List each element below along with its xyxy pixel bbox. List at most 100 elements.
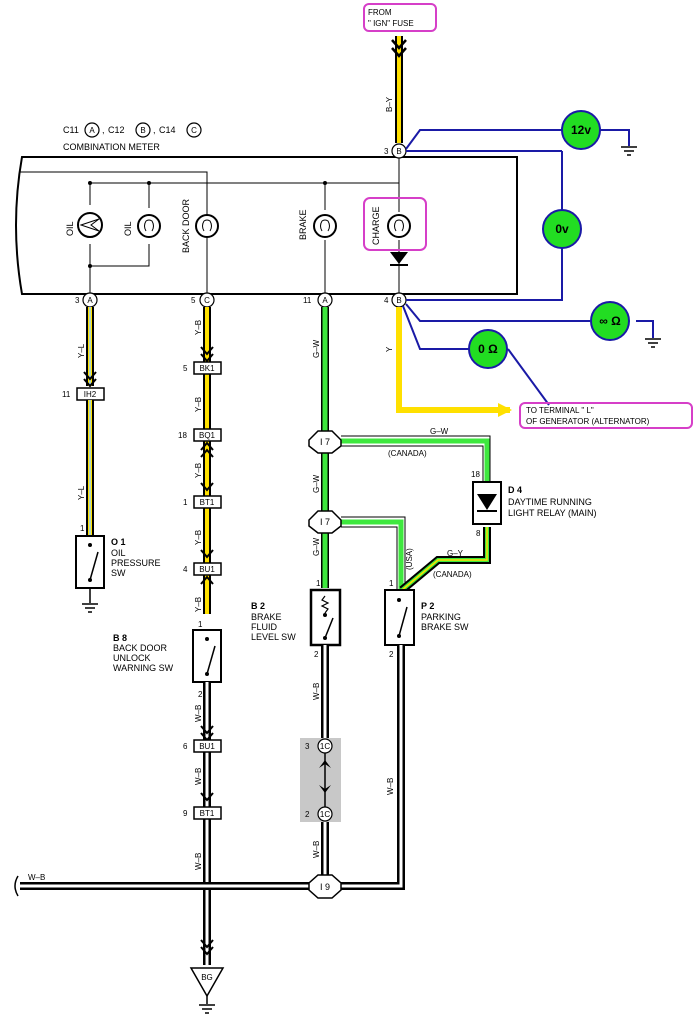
top-pin-number: 3 [384, 147, 389, 156]
brake-circuit: G–W G–W G–W G–W (CANADA) (USA) G–Y (CANA… [251, 307, 597, 876]
connector-bt1-bottom-pin: 9 [183, 809, 188, 818]
connector-letter-b: B [140, 126, 145, 135]
pin-number-brake: 11 [303, 296, 312, 305]
meter-bottom-pins: A 3 C 5 A 11 B 4 [75, 292, 407, 308]
o1-label-3: SW [111, 568, 126, 578]
meter-reading-infinite-ohm: ∞ Ω [590, 301, 630, 341]
legend-comma-2: , [153, 125, 156, 135]
region-label-canada-2: (CANADA) [433, 570, 472, 579]
charge-lamp-icon [387, 214, 411, 238]
connector-code-c14: C14 [159, 125, 176, 135]
charge-wire: Y TO TERMINAL " L" OF GENERATOR (ALTERNA… [385, 307, 693, 429]
connector-i9-icon: I 9 [308, 874, 342, 899]
ground-icon-inf [645, 338, 661, 348]
b8-pin-top: 1 [198, 620, 203, 629]
connector-i7-bottom: I 7 [320, 517, 330, 527]
oil-pressure-switch-icon [75, 535, 105, 589]
gauge-label-back-door: BACK DOOR [181, 198, 191, 253]
b8-label-3: WARNING SW [113, 663, 174, 673]
wire-color-relay-in: G–W [430, 427, 449, 436]
wire-color-brake-3: G–W [312, 537, 321, 556]
meter-title: COMBINATION METER [63, 142, 160, 152]
wire-color-bd-wb-1: W–B [194, 705, 203, 722]
wire-color-oil-upper: Y–L [77, 343, 86, 358]
oil-warning-lamp-icon [137, 214, 161, 238]
b2-pin-bottom: 2 [314, 650, 319, 659]
charge-diode-icon [390, 252, 408, 266]
d4-pin-top: 18 [471, 470, 480, 479]
connector-i7-top: I 7 [320, 437, 330, 447]
pin-number-backdoor: 5 [191, 296, 196, 305]
p2-pin-top: 1 [389, 579, 394, 588]
p2-label-1: PARKING [421, 612, 461, 622]
gauge-label-oil-2: OIL [123, 221, 133, 236]
brake-lamp-icon [313, 214, 337, 238]
top-pin-letter: B [396, 147, 401, 156]
connector-bt1-bottom: BT1 [200, 809, 215, 818]
wire-color-bd-4: Y–B [194, 530, 203, 545]
connector-bu1-top-pin: 4 [183, 565, 188, 574]
meter-reading-0v: 0v [542, 209, 582, 249]
connector-bt1-top: BT1 [200, 498, 215, 507]
ground-icon-12v [621, 146, 637, 156]
wire-color-charge: Y [385, 346, 394, 352]
reading-0ohm-text: 0 Ω [478, 342, 498, 356]
wire-color-brake-wb-2: W–B [312, 841, 321, 858]
terminal-note-line1: TO TERMINAL " L" [526, 406, 594, 415]
back-door-lamp-icon [195, 214, 219, 238]
o1-label-1: OIL [111, 548, 126, 558]
daytime-relay-icon [472, 481, 502, 525]
b2-id: B 2 [251, 601, 265, 611]
connector-letter-c: C [191, 126, 197, 135]
oil-circuit: Y–L IH2 11 Y–L 1 O 1 OIL PRESSURE SW [62, 307, 161, 613]
connector-bu1-top: BU1 [199, 565, 215, 574]
p2-id: P 2 [421, 601, 434, 611]
connector-ih2-pin: 11 [62, 390, 71, 399]
p2-pin-bottom: 2 [389, 650, 394, 659]
connector-i7-bottom-icon: I 7 [308, 510, 342, 534]
o1-id: O 1 [111, 537, 126, 547]
p2-label-2: BRAKE SW [421, 622, 469, 632]
wire-color-ground-bus: W–B [28, 873, 45, 882]
legend-comma-1: , [102, 125, 105, 135]
ground-icon-oil [82, 603, 98, 613]
wire-color-brake-wb-1: W–B [312, 683, 321, 700]
reading-12v-text: 12v [571, 123, 591, 137]
connector-1c-bottom: 1C [320, 810, 330, 819]
wire-color-bd-3: Y–B [194, 463, 203, 478]
pin-number-oil: 3 [75, 296, 80, 305]
wire-color-brake-1: G–W [312, 339, 321, 358]
oil-gauge-icon [77, 212, 103, 238]
wire-color-brake-2: G–W [312, 474, 321, 493]
connector-bq1-pin: 18 [178, 431, 187, 440]
fuse-label-line1: FROM [368, 8, 392, 17]
back-door-circuit: Y–B BK1 5 Y–B BQ1 18 Y–B BT1 1 Y–B BU1 4… [113, 307, 225, 1014]
o1-pin: 1 [80, 524, 85, 533]
ground-bg-icon: BG [189, 967, 225, 1014]
reading-0v-text: 0v [555, 222, 569, 236]
connector-1c-top: 1C [320, 742, 330, 751]
connector-bu1-bottom-pin: 6 [183, 742, 188, 751]
connector-i9: I 9 [320, 882, 330, 892]
meter-probes [402, 129, 654, 406]
pin-number-charge: 4 [384, 296, 389, 305]
connector-1c-bottom-pin: 2 [305, 810, 310, 819]
connector-bq1: BQ1 [199, 431, 216, 440]
b8-label-1: BACK DOOR [113, 643, 168, 653]
wire-color-bd-wb-2: W–B [194, 768, 203, 785]
wire-color-top: B–Y [385, 96, 394, 112]
wire-color-bd-5: Y–B [194, 597, 203, 612]
wire-color-bd-wb-3: W–B [194, 853, 203, 870]
wire-color-oil-lower: Y–L [77, 485, 86, 500]
region-label-canada-1: (CANADA) [388, 449, 427, 458]
b2-label-2: FLUID [251, 622, 278, 632]
b8-label-2: UNLOCK [113, 653, 151, 663]
terminal-note-line2: OF GENERATOR (ALTERNATOR) [526, 417, 650, 426]
d4-pin-bottom: 8 [476, 529, 481, 538]
ground-bus: W–B [14, 873, 312, 897]
region-label-usa: (USA) [405, 548, 414, 570]
d4-id: D 4 [508, 485, 522, 495]
connector-1c-top-pin: 3 [305, 742, 310, 751]
reading-inf-text: ∞ Ω [599, 314, 621, 328]
